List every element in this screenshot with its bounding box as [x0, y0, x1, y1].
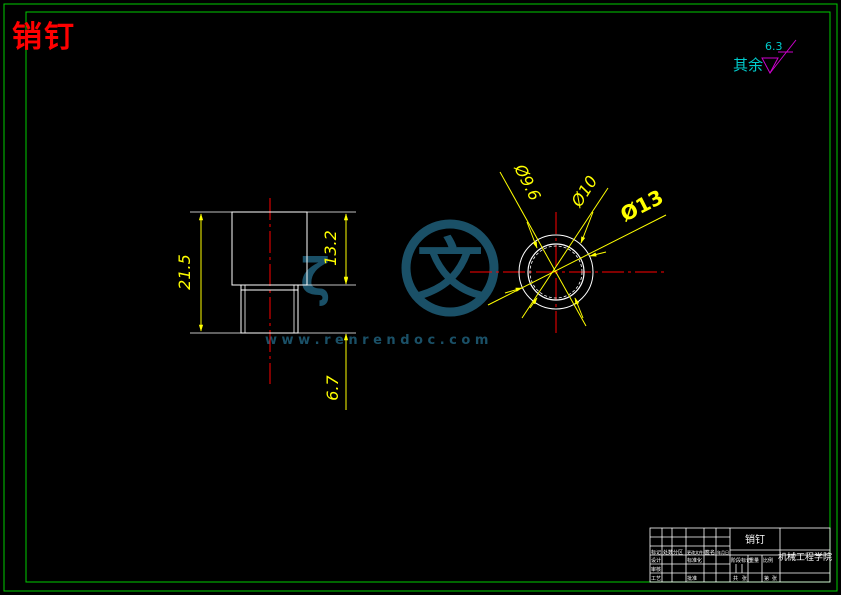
watermark-left-mark: ζ — [300, 248, 331, 308]
roughness-value: 6.3 — [765, 40, 783, 53]
tb-cell-12: 工艺 — [651, 576, 661, 582]
tb-cell-6: 设计 — [651, 557, 661, 564]
outer-circle — [518, 234, 594, 310]
watermark: 文 ζ w w w . r e n r e n d o c . c o m — [265, 219, 499, 348]
tb-cell-1: 处数 — [663, 549, 673, 556]
watermark-url: w w w . r e n r e n d o c . c o m — [265, 333, 488, 348]
title-block — [649, 527, 831, 583]
roughness-label: 其余 — [733, 56, 763, 74]
leader-d13 — [487, 214, 667, 306]
outer-frame — [3, 3, 838, 592]
dim-total-height: 21.5 — [175, 254, 194, 290]
tb-cell-3: 更改文件号 — [687, 549, 707, 555]
dim-d9-6: Ø9.6 — [510, 160, 545, 203]
tb-cell-4: 签名 — [705, 549, 715, 556]
dim-body-height: 13.2 — [321, 230, 340, 266]
tb-cell-8: 阶段标记 — [731, 557, 751, 564]
roughness-symbol: 其余 6.3 — [733, 39, 797, 75]
title-block-part-name: 销钉 — [745, 533, 765, 546]
inner-frame — [25, 11, 831, 583]
dim-lower-height: 6.7 — [323, 374, 342, 400]
tb-cell-5: 年月日 — [717, 549, 729, 555]
leader-d9-6 — [499, 171, 587, 327]
tb-cell-0: 标记 — [651, 549, 661, 556]
title-block-text: 销钉 机械工程学院 标记 处数 分区 更改文件号 签名 年月日 设计 标准化 阶… — [651, 533, 832, 582]
watermark-glyph: 文 — [417, 231, 483, 308]
dim-d13: Ø13 — [616, 185, 667, 227]
tb-cell-7: 标准化 — [687, 557, 702, 564]
leader-d10 — [521, 187, 609, 319]
tb-cell-11: 审核 — [651, 566, 661, 573]
side-pin-outline — [240, 284, 299, 334]
tb-cell-13: 批准 — [687, 575, 697, 582]
tb-cell-17: 张 — [772, 575, 777, 582]
top-view: Ø13 Ø10 Ø9.6 — [470, 160, 667, 335]
tb-cell-2: 分区 — [673, 549, 683, 556]
mid-circle — [527, 243, 585, 301]
tb-cell-14: 共 — [733, 575, 738, 582]
tb-cell-10: 比例 — [763, 557, 773, 564]
drawing-title: 销钉 — [12, 20, 76, 55]
tb-cell-9: 重量 — [749, 557, 759, 564]
inner-circle — [529, 245, 583, 299]
tb-cell-16: 第 — [764, 575, 769, 582]
side-view: 21.5 13.2 6.7 — [175, 198, 356, 410]
title-block-school: 机械工程学院 — [778, 551, 832, 563]
tb-cell-15: 张 — [742, 575, 747, 582]
